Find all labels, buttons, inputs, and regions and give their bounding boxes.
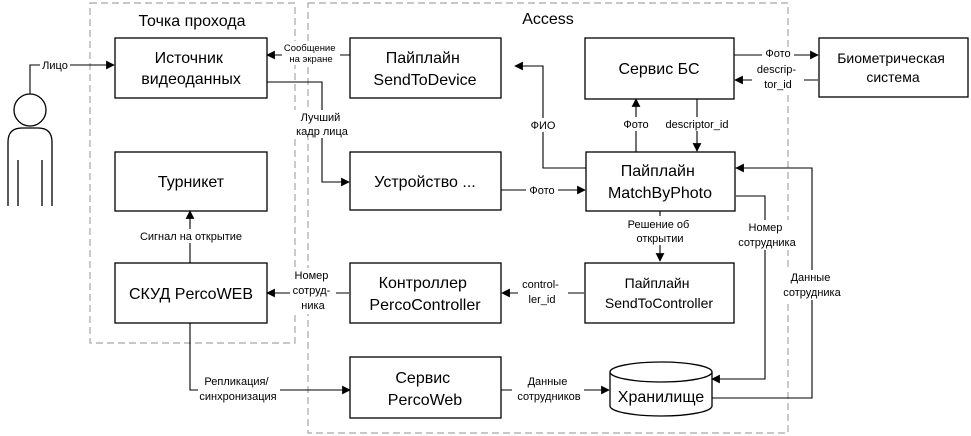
node-send-to-controller: Пайплайн SendToController (584, 262, 735, 324)
edge-labels: Лицо Сообщение на экране Лучший кадр лиц… (40, 41, 848, 404)
label-replication: Репликация/ синхронизация (199, 376, 276, 403)
label-open-decision: Решение об открытии (628, 219, 693, 245)
edge-employee-no-store (711, 195, 766, 384)
svg-text:Пайплайн SendToControlle: Пайплайн SendToController (605, 275, 714, 311)
zone-access-title: Access (522, 11, 574, 28)
svg-text:Турникет: Турникет (158, 174, 225, 191)
node-match-by-photo: Пайплайн MatchByPhoto (585, 151, 736, 212)
svg-text:Хранилище: Хранилище (618, 389, 705, 406)
zone-access: Access (307, 2, 789, 434)
zone-passage-title: Точка прохода (139, 13, 246, 30)
node-service-bs: Сервис БС (584, 37, 735, 100)
svg-text:Контроллер PercoControll: Контроллер PercoController (369, 275, 481, 314)
node-biometric-system: Биометрическая система (818, 37, 969, 98)
node-video-source: Источник видеоданных (114, 37, 268, 99)
node-service-percoweb: Сервис PercoWeb (349, 356, 502, 419)
label-employee-data-web: Данные сотрудников (517, 376, 580, 403)
zone-passage-point: Точка прохода (89, 2, 296, 344)
svg-text:Сервис БС: Сервис БС (618, 61, 699, 78)
person-icon (7, 93, 53, 206)
svg-text:Источник видеоданных: Источник видеоданных (141, 50, 241, 88)
label-controller-id: control- ler_id (522, 279, 562, 306)
node-storage: Хранилище (609, 361, 713, 417)
svg-text:Пайплайн MatchByPhoto: Пайплайн MatchByPhoto (608, 163, 712, 202)
label-best-frame: Лучший кадр лица (296, 112, 349, 138)
node-skud-percoweb: СКУД PercoWEB (114, 262, 268, 324)
node-send-to-device: Пайплайн SendToDevice (349, 37, 502, 99)
svg-text:Пайплайн SendToDevice: Пайплайн SendToDevice (373, 50, 476, 89)
label-photo-up: Фото (623, 119, 648, 131)
svg-text:Биометрическая система: Биометрическая система (837, 50, 949, 85)
label-fio: ФИО (531, 120, 556, 132)
label-employee-no-store: Номер сотрудника (738, 222, 796, 249)
label-descriptor-id: descriptor_id (666, 119, 729, 131)
label-employee-no-skud: Номер сотруд- ника (293, 270, 334, 312)
node-percocontroller: Контроллер PercoController (349, 262, 502, 324)
label-photo-bio: Фото (765, 48, 790, 60)
svg-text:Сервис PercoWeb: Сервис PercoWeb (388, 370, 463, 409)
label-open-signal: Сигнал на открытие (140, 231, 242, 243)
label-employee-data-store: Данные сотрудника (783, 272, 841, 299)
label-face: Лицо (42, 60, 68, 72)
edge-replication (189, 323, 351, 395)
node-turnstile: Турникет (114, 151, 268, 212)
label-screen-message: Сообщение на экране (284, 43, 338, 65)
edge-face (29, 60, 115, 94)
edge-fio (514, 61, 586, 169)
label-photo-device: Фото (529, 185, 554, 197)
node-device: Устройство ... (349, 151, 502, 211)
svg-text:СКУД PercoWEB: СКУД PercoWEB (129, 286, 253, 303)
svg-text:Устройство ...: Устройство ... (374, 174, 475, 191)
label-descriptor-bio: descrip- tor_id (757, 64, 799, 91)
